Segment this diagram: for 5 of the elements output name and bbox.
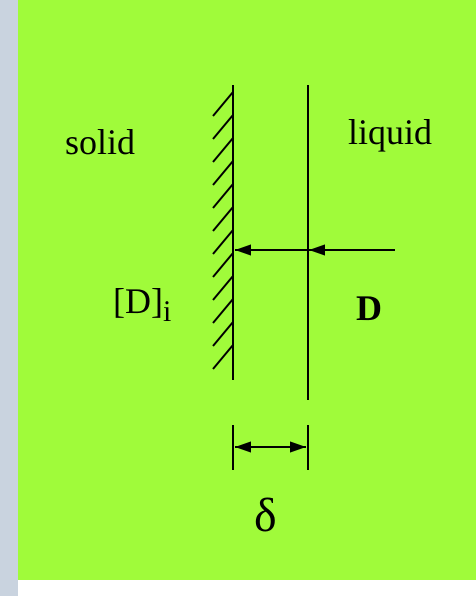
concentration-label: [D]$_{i}$ xyxy=(113,283,172,328)
region-label: liquid xyxy=(348,114,432,150)
thickness-symbol: δ xyxy=(254,492,277,540)
flux-label: D xyxy=(356,290,382,326)
region-label: solid xyxy=(65,124,136,160)
